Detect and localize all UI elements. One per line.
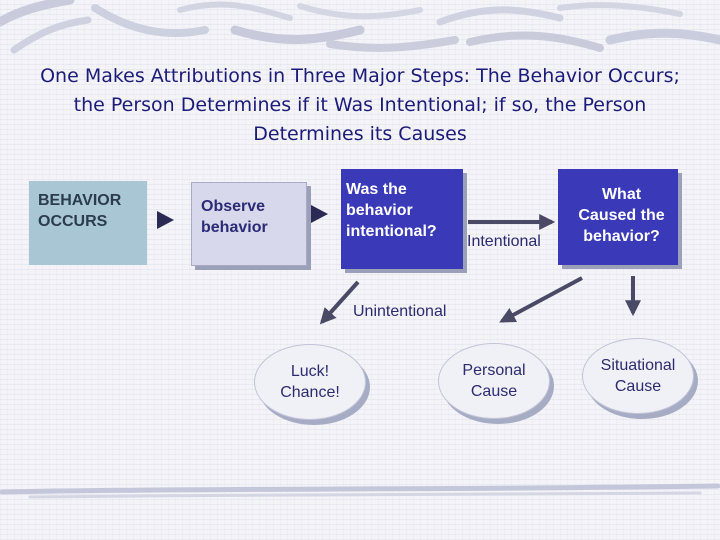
situational-cause-oval: Situational Cause (582, 338, 694, 414)
situational-cause-label: Situational Cause (600, 357, 676, 395)
was-intentional-label: Was the behavior intentional? (346, 181, 437, 240)
luck-chance-label: Luck! Chance! (280, 363, 340, 401)
personal-cause-oval: Personal Cause (438, 343, 550, 419)
step-arrow-1-icon (157, 211, 174, 229)
top-swirl-decoration (0, 0, 720, 54)
unintentional-arrow-icon (319, 280, 360, 325)
observe-behavior-box: Observe behavior (191, 182, 307, 266)
behavior-occurs-box: BEHAVIOR OCCURS (29, 181, 147, 265)
what-caused-box: What Caused the behavior? (558, 169, 678, 265)
slide-title: One Makes Attributions in Three Major St… (40, 65, 680, 145)
personal-cause-arrow-icon (499, 276, 583, 323)
step-arrow-2-icon (311, 205, 328, 223)
intentional-label: Intentional (467, 233, 541, 250)
bottom-stroke-decoration (0, 483, 720, 499)
personal-cause-label: Personal Cause (462, 362, 526, 400)
unintentional-label: Unintentional (353, 303, 447, 320)
luck-chance-oval: Luck! Chance! (254, 344, 366, 420)
what-caused-label: What Caused the behavior? (578, 186, 665, 245)
was-intentional-box: Was the behavior intentional? (341, 169, 463, 269)
observe-behavior-label: Observe behavior (201, 198, 268, 236)
behavior-occurs-label: BEHAVIOR OCCURS (38, 192, 122, 230)
